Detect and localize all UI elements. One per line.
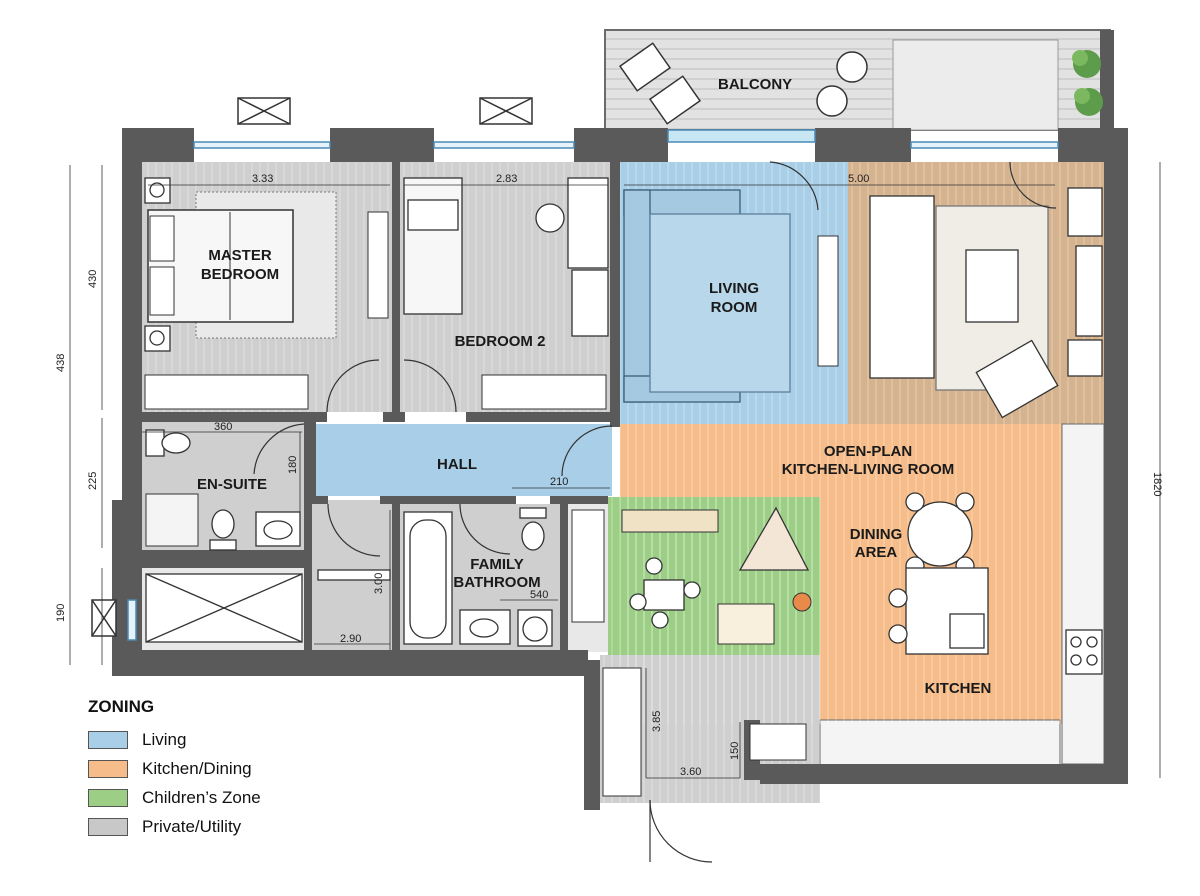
dim-ensuite-depth: 180 (287, 456, 299, 474)
dim-hall-width: 210 (550, 476, 568, 488)
tent-icon (738, 506, 810, 571)
lounge-sofa-icon (869, 195, 1059, 419)
dim-entry-width: 3.60 (680, 766, 701, 778)
toilet-icon (145, 429, 547, 551)
plant-icon (1072, 50, 1103, 116)
tv-icon (817, 235, 839, 367)
sofa-icon (623, 189, 791, 403)
hob-icon (1065, 629, 1103, 675)
wardrobe-icon (144, 374, 807, 797)
dim-left-mid: 225 (87, 472, 99, 490)
door-swing-icon (253, 161, 1057, 863)
hall-floor (312, 424, 612, 496)
living-room-label-1: LIVING (709, 280, 759, 297)
single-bed-icon (403, 177, 463, 315)
vent-icon (91, 97, 533, 637)
shower-icon (145, 493, 199, 547)
balcony-label: BALCONY (718, 76, 792, 93)
legend-item-children: Children’s Zone (88, 783, 348, 812)
legend-item-living: Living (88, 725, 348, 754)
dim-living-width: 5.00 (848, 173, 869, 185)
dining-area-label-2: AREA (855, 544, 898, 561)
kitchen-island-icon (888, 567, 989, 655)
dim-ensuite-width: 360 (214, 421, 232, 433)
zoning-legend: ZONING Living Kitchen/Dining Children’s … (88, 697, 348, 847)
bookshelf-icon (621, 509, 719, 533)
play-mat-icon (717, 603, 775, 645)
double-bed-icon (147, 191, 337, 339)
legend-item-kitchen: Kitchen/Dining (88, 754, 348, 783)
balcony (604, 29, 1114, 131)
open-plan-label-2: KITCHEN-LIVING ROOM (782, 461, 955, 478)
dim-closet-depth: 3.00 (373, 573, 385, 594)
windows (127, 129, 1059, 641)
kitchen-counter (819, 719, 1061, 766)
dim-left-lower: 190 (55, 604, 67, 622)
kitchen-label: KITCHEN (925, 680, 992, 697)
dim-entry-depth: 3.85 (651, 711, 663, 732)
dining-area-label-1: DINING (850, 526, 903, 543)
living-room-label-2: ROOM (711, 299, 758, 316)
legend-label-living: Living (142, 729, 187, 749)
en-suite-label: EN-SUITE (197, 476, 267, 493)
bedroom2-label: BEDROOM 2 (455, 333, 546, 350)
master-bedroom-label-2: BEDROOM (201, 266, 279, 283)
family-bathroom-label-2: BATHROOM (453, 574, 540, 591)
dim-left-upper: 430 (87, 270, 99, 288)
legend-label-private: Private/Utility (142, 816, 242, 836)
legend-item-private: Private/Utility (88, 812, 348, 841)
walls (112, 128, 1128, 810)
balcony-stool-icon (816, 85, 848, 117)
balcony-chair-icon (618, 42, 702, 125)
bathtub-icon (403, 511, 453, 645)
dim-bedroom2-width: 2.83 (496, 173, 517, 185)
sink-icon (255, 511, 553, 647)
nightstand-icon (144, 177, 171, 352)
dim-left-total: 438 (55, 354, 67, 372)
legend-swatch-living (88, 730, 128, 749)
legend-label-kitchen: Kitchen/Dining (142, 758, 252, 778)
dimension-lines (69, 162, 1161, 779)
balcony-table-icon (836, 51, 868, 83)
legend-swatch-kitchen (88, 759, 128, 778)
laundry-icon (145, 573, 303, 643)
open-plan-label-1: OPEN-PLAN (824, 443, 912, 460)
legend-label-children: Children’s Zone (142, 787, 261, 807)
dim-master-width: 3.33 (252, 173, 273, 185)
ball-icon (792, 592, 812, 612)
shelf-icon (1067, 187, 1103, 377)
dining-table-icon (905, 492, 975, 576)
legend-swatch-private (88, 817, 128, 836)
dim-closet-width: 2.90 (340, 633, 361, 645)
dim-entry-step: 150 (729, 742, 741, 760)
tv-unit-icon (367, 211, 389, 319)
legend-title: ZONING (88, 697, 155, 716)
kitchen-side-counter (1061, 423, 1105, 765)
dim-bath-width: 540 (530, 589, 548, 601)
family-bathroom-label-1: FAMILY (470, 556, 524, 573)
desk-icon (535, 177, 609, 337)
dim-right-total: 1820 (1151, 472, 1163, 496)
legend-swatch-children (88, 788, 128, 807)
hall-label: HALL (437, 456, 477, 473)
master-bedroom-label-1: MASTER (208, 247, 272, 264)
play-table-icon (629, 557, 701, 629)
